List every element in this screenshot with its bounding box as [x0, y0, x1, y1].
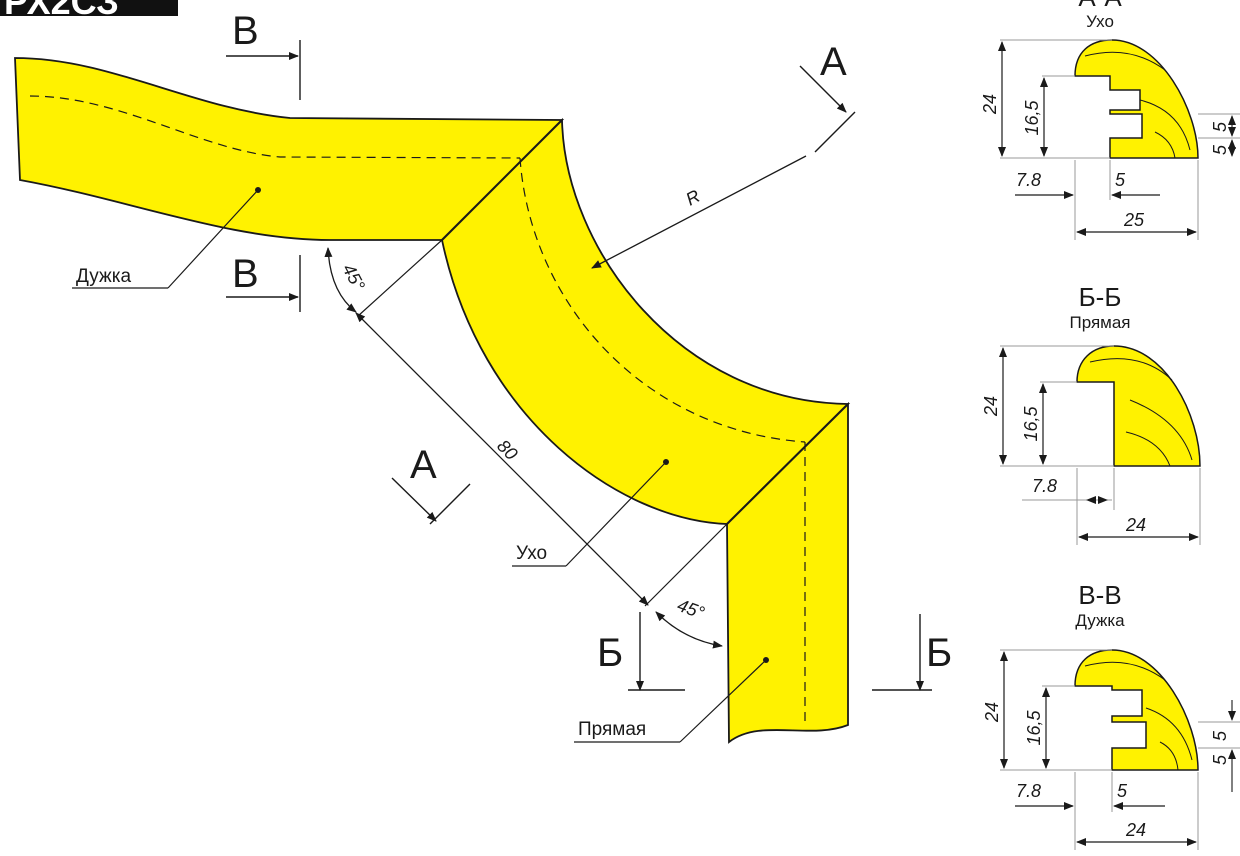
- section-mark-b-right-label: Б: [926, 631, 952, 675]
- radius-label: R: [682, 186, 703, 210]
- svg-text:5: 5: [1210, 144, 1230, 155]
- svg-text:7.8: 7.8: [1016, 781, 1041, 801]
- pryamaya-part: [726, 401, 849, 744]
- section-mark-a-top-label: А: [820, 40, 847, 84]
- leader-ukho: Ухо: [512, 459, 669, 567]
- section-mark-b-left-label: Б: [597, 631, 623, 675]
- leader-pryamaya: Прямая: [574, 657, 769, 743]
- section-mark-b-left: Б: [597, 612, 685, 691]
- svg-text:16,5: 16,5: [1022, 100, 1042, 136]
- corner-badge: РХ2СЗ: [0, 0, 178, 22]
- svg-text:24: 24: [1125, 515, 1146, 535]
- section-mark-a-top: А: [799, 40, 856, 153]
- label-ukho: Ухо: [516, 543, 547, 564]
- section-a-a: А-А Ухо 24 16,5 5 5 7.8 5 25: [980, 0, 1240, 240]
- radius-dimension: R: [591, 155, 807, 269]
- label-duzhka: Дужка: [76, 266, 131, 287]
- svg-text:7.8: 7.8: [1032, 476, 1057, 496]
- svg-text:5: 5: [1115, 170, 1126, 190]
- leader-duzhka: Дужка: [72, 187, 261, 289]
- section-a-a-subtitle: Ухо: [1086, 12, 1114, 31]
- section-b-b-title: Б-Б: [1079, 282, 1122, 312]
- section-mark-v-top: В: [226, 9, 301, 100]
- section-mark-v-bottom: В: [226, 252, 301, 312]
- section-v-v-title: В-В: [1078, 580, 1121, 610]
- svg-text:25: 25: [1123, 210, 1145, 230]
- svg-text:7.8: 7.8: [1016, 170, 1041, 190]
- svg-text:16,5: 16,5: [1024, 710, 1044, 746]
- section-mark-v-bottom-label: В: [232, 252, 259, 296]
- section-mark-b-right: Б: [872, 614, 952, 691]
- angle-2-label: 45°: [675, 595, 707, 623]
- section-v-v-subtitle: Дужка: [1075, 611, 1125, 630]
- section-a-a-title: А-А: [1078, 0, 1122, 12]
- svg-text:5: 5: [1210, 754, 1230, 765]
- svg-text:24: 24: [981, 396, 1001, 417]
- svg-text:24: 24: [1125, 820, 1146, 840]
- section-v-v: В-В Дужка 24 16,5 5 5 7.8 5 24: [982, 580, 1240, 850]
- section-mark-a-bottom: А: [391, 443, 471, 525]
- label-pryamaya: Прямая: [578, 719, 646, 740]
- section-mark-v-top-label: В: [232, 9, 259, 53]
- svg-text:5: 5: [1210, 730, 1230, 741]
- length-80-label: 80: [493, 436, 521, 464]
- section-b-b: Б-Б Прямая 24 16,5 7.8 24: [981, 282, 1201, 545]
- section-b-b-subtitle: Прямая: [1069, 313, 1130, 332]
- svg-text:24: 24: [982, 702, 1002, 723]
- section-mark-a-bottom-label: А: [410, 443, 437, 487]
- corner-badge-text: РХ2СЗ: [4, 0, 119, 22]
- svg-text:5: 5: [1117, 781, 1128, 801]
- svg-text:24: 24: [980, 94, 1000, 115]
- angle-dimension-2: 45°: [655, 595, 723, 649]
- svg-text:5: 5: [1210, 121, 1230, 132]
- svg-text:16,5: 16,5: [1021, 406, 1041, 442]
- angle-1-label: 45°: [338, 260, 368, 293]
- angle-dimension-1: 45°: [324, 247, 369, 313]
